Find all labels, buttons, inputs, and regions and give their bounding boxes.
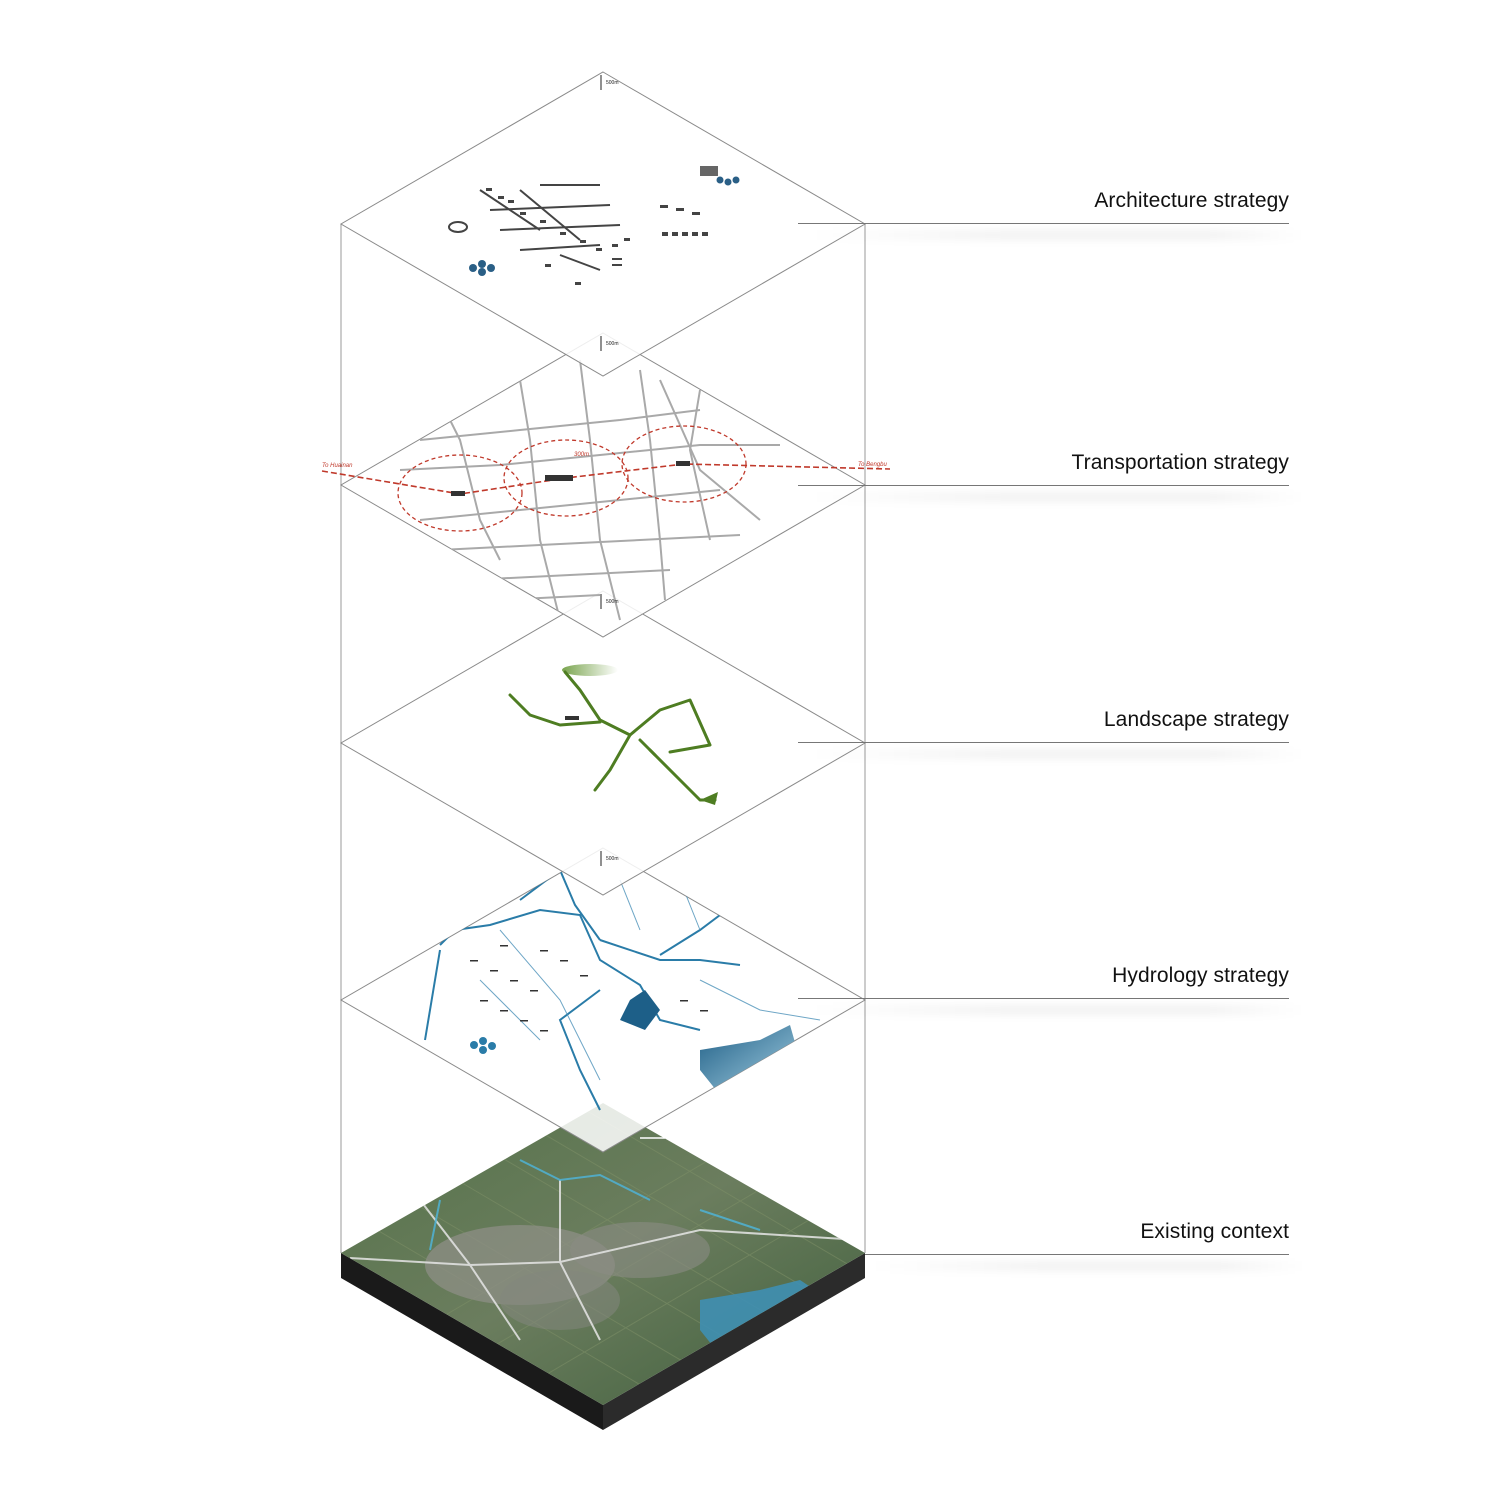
transportation-plane: [340, 332, 866, 638]
architecture-callout-shadow: [810, 230, 1305, 240]
architecture-layer: [340, 71, 866, 377]
hydrology-callout-shadow: [810, 1005, 1305, 1015]
east-destination-label: To Bengbu: [858, 462, 887, 468]
architecture-strategy-label: Architecture strategy: [1094, 189, 1289, 212]
architecture-scale-label: 500m: [606, 80, 619, 86]
central-pond: [620, 990, 660, 1030]
transportation-callout-shadow: [810, 492, 1305, 502]
existing-context-callout-line: [865, 1254, 1289, 1255]
transportation-strategy-label: Transportation strategy: [1071, 451, 1289, 474]
transportation-scale-label: 500m: [606, 341, 619, 347]
green-corridors: [508, 664, 718, 805]
landscape-callout-line: [798, 742, 1289, 743]
west-destination-label: To Huainan: [322, 463, 353, 469]
hydrology-scale-label: 500m: [606, 856, 619, 862]
radius-label: 300m: [574, 452, 589, 458]
hydrology-layer: [340, 847, 866, 1153]
existing-context-label: Existing context: [1140, 1220, 1289, 1243]
existing-context-layer: [341, 1103, 865, 1430]
hydrology-strategy-label: Hydrology strategy: [1112, 964, 1289, 987]
existing-context-callout-shadow: [870, 1261, 1305, 1271]
landscape-scale-label: 500m: [606, 599, 619, 605]
hydrology-callout-line: [798, 998, 1289, 999]
landscape-strategy-label: Landscape strategy: [1103, 708, 1289, 731]
architecture-callout-line: [798, 223, 1289, 224]
transportation-callout-line: [798, 485, 1289, 486]
architecture-plane: [340, 71, 866, 377]
building-blocks: [448, 166, 718, 285]
hydrology-network: [424, 868, 821, 1111]
transit-catchments: [397, 425, 747, 532]
terrain-block-right-side: [603, 1253, 865, 1430]
guide-lines: [340, 224, 866, 1253]
hydrology-scale-icons: [470, 1037, 496, 1054]
landscape-layer: [340, 590, 866, 896]
landscape-plane: [340, 590, 866, 896]
terrain-block-left-side: [341, 1253, 603, 1430]
architecture-scale-icons: [469, 176, 740, 276]
southeast-lake: [700, 1025, 800, 1095]
station-markers: [451, 461, 690, 496]
landscape-callout-shadow: [810, 749, 1305, 759]
